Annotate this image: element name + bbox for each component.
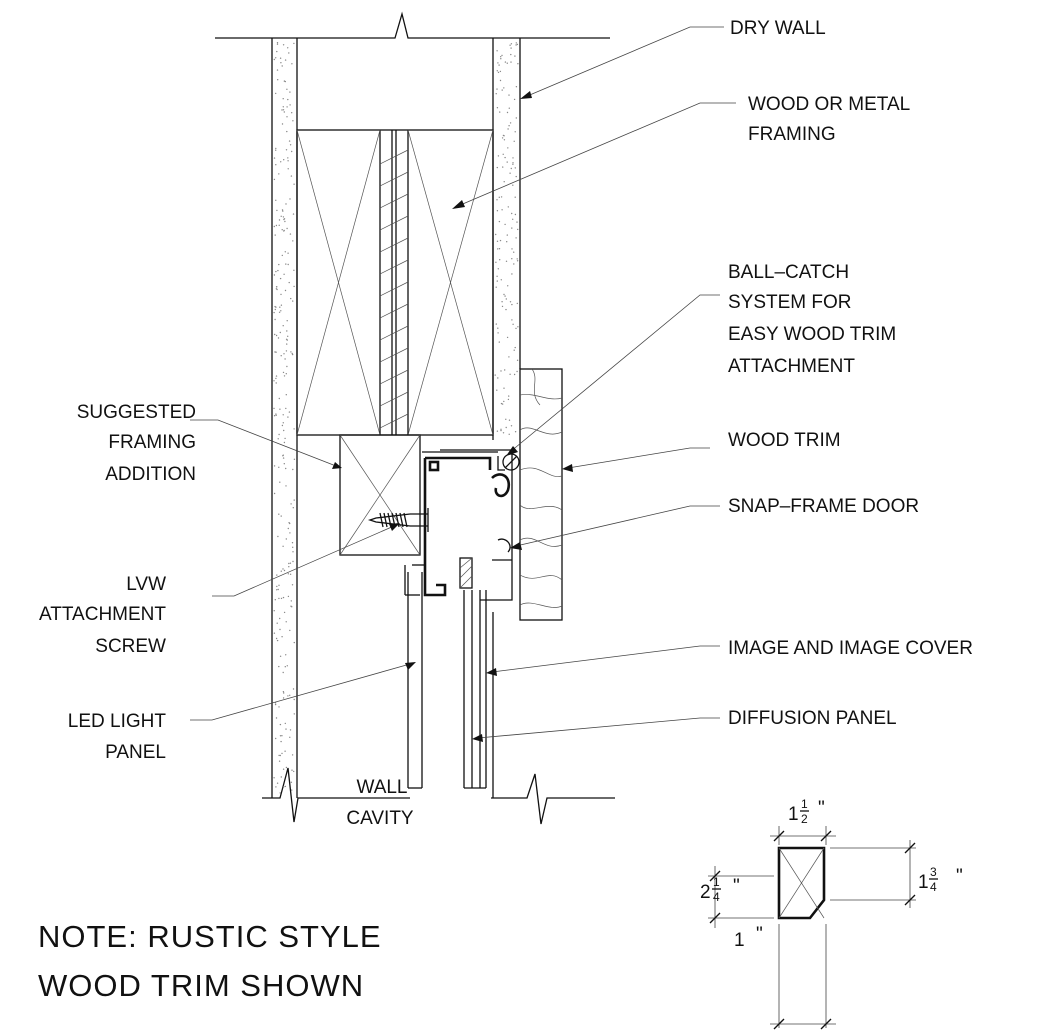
label-suggested-line-3: ADDITION xyxy=(105,464,196,485)
label-lvw-line-1: LVW xyxy=(126,574,166,595)
label-diffusion-panel: DIFFUSION PANEL xyxy=(728,708,897,729)
dim-bottom-whole: 1 xyxy=(734,930,745,951)
dim-right-num: 3 xyxy=(930,865,937,879)
label-wood-trim: WOOD TRIM xyxy=(728,430,841,451)
panel-stack xyxy=(407,572,487,789)
label-image-cover: IMAGE AND IMAGE COVER xyxy=(728,638,973,659)
label-wall-cavity-line-1: WALL xyxy=(356,777,407,798)
trim-profile xyxy=(777,846,826,920)
dim-right-den: 4 xyxy=(930,880,937,894)
top-break-line xyxy=(215,11,610,39)
trim-profile-dimension-detail: 1 1 2 " 2 1 4 " 1 3 4 " 1 " xyxy=(700,797,963,1030)
wood-trim xyxy=(519,368,563,621)
label-ball-catch-line-4: ATTACHMENT xyxy=(728,356,855,377)
label-suggested-line-2: FRAMING xyxy=(108,432,196,453)
dim-right-inch: " xyxy=(956,866,963,887)
dim-right-whole: 1 xyxy=(918,872,929,893)
label-dry-wall: DRY WALL xyxy=(730,18,826,39)
attachment-screw xyxy=(367,508,429,532)
dim-left-num: 1 xyxy=(713,875,720,889)
label-led-line-1: LED LIGHT xyxy=(68,711,167,732)
bottom-break-line-right xyxy=(491,773,615,825)
label-lvw-line-3: SCREW xyxy=(95,636,166,657)
dim-top-num: 1 xyxy=(801,797,808,811)
framing-addition-block xyxy=(339,434,421,556)
note-line-1: NOTE: RUSTIC STYLE xyxy=(38,919,382,954)
label-ball-catch-line-2: SYSTEM FOR xyxy=(728,292,852,313)
wall-assembly xyxy=(215,11,615,825)
stud-spacer-hatch xyxy=(379,130,409,435)
label-suggested-line-1: SUGGESTED xyxy=(77,402,196,423)
dim-left-inch: " xyxy=(733,876,740,897)
label-ball-catch-line-3: EASY WOOD TRIM xyxy=(728,324,896,345)
dim-top-inch: " xyxy=(818,798,825,819)
dim-top-whole: 1 xyxy=(788,804,799,825)
drywall-right xyxy=(492,38,521,798)
dim-bottom-inch: " xyxy=(756,924,763,945)
leader-lines xyxy=(190,26,736,742)
label-framing-line-2: FRAMING xyxy=(748,124,836,145)
note-line-2: WOOD TRIM SHOWN xyxy=(38,968,364,1003)
dim-top-den: 2 xyxy=(801,812,808,826)
label-framing-line-1: WOOD OR METAL xyxy=(748,94,910,115)
callout-labels: DRY WALL WOOD OR METAL FRAMING BALL–CATC… xyxy=(39,18,973,829)
dim-left-whole: 2 xyxy=(700,882,711,903)
label-lvw-line-2: ATTACHMENT xyxy=(39,604,166,625)
note: NOTE: RUSTIC STYLE WOOD TRIM SHOWN xyxy=(38,919,382,1003)
drywall-left xyxy=(271,38,298,798)
label-ball-catch-line-1: BALL–CATCH xyxy=(728,262,849,283)
label-led-line-2: PANEL xyxy=(105,742,166,763)
wood-framing-studs xyxy=(296,129,494,436)
label-snap-frame: SNAP–FRAME DOOR xyxy=(728,496,919,517)
bottom-break-line-left xyxy=(262,767,410,823)
dim-left-den: 4 xyxy=(713,890,720,904)
label-wall-cavity-line-2: CAVITY xyxy=(346,808,414,829)
